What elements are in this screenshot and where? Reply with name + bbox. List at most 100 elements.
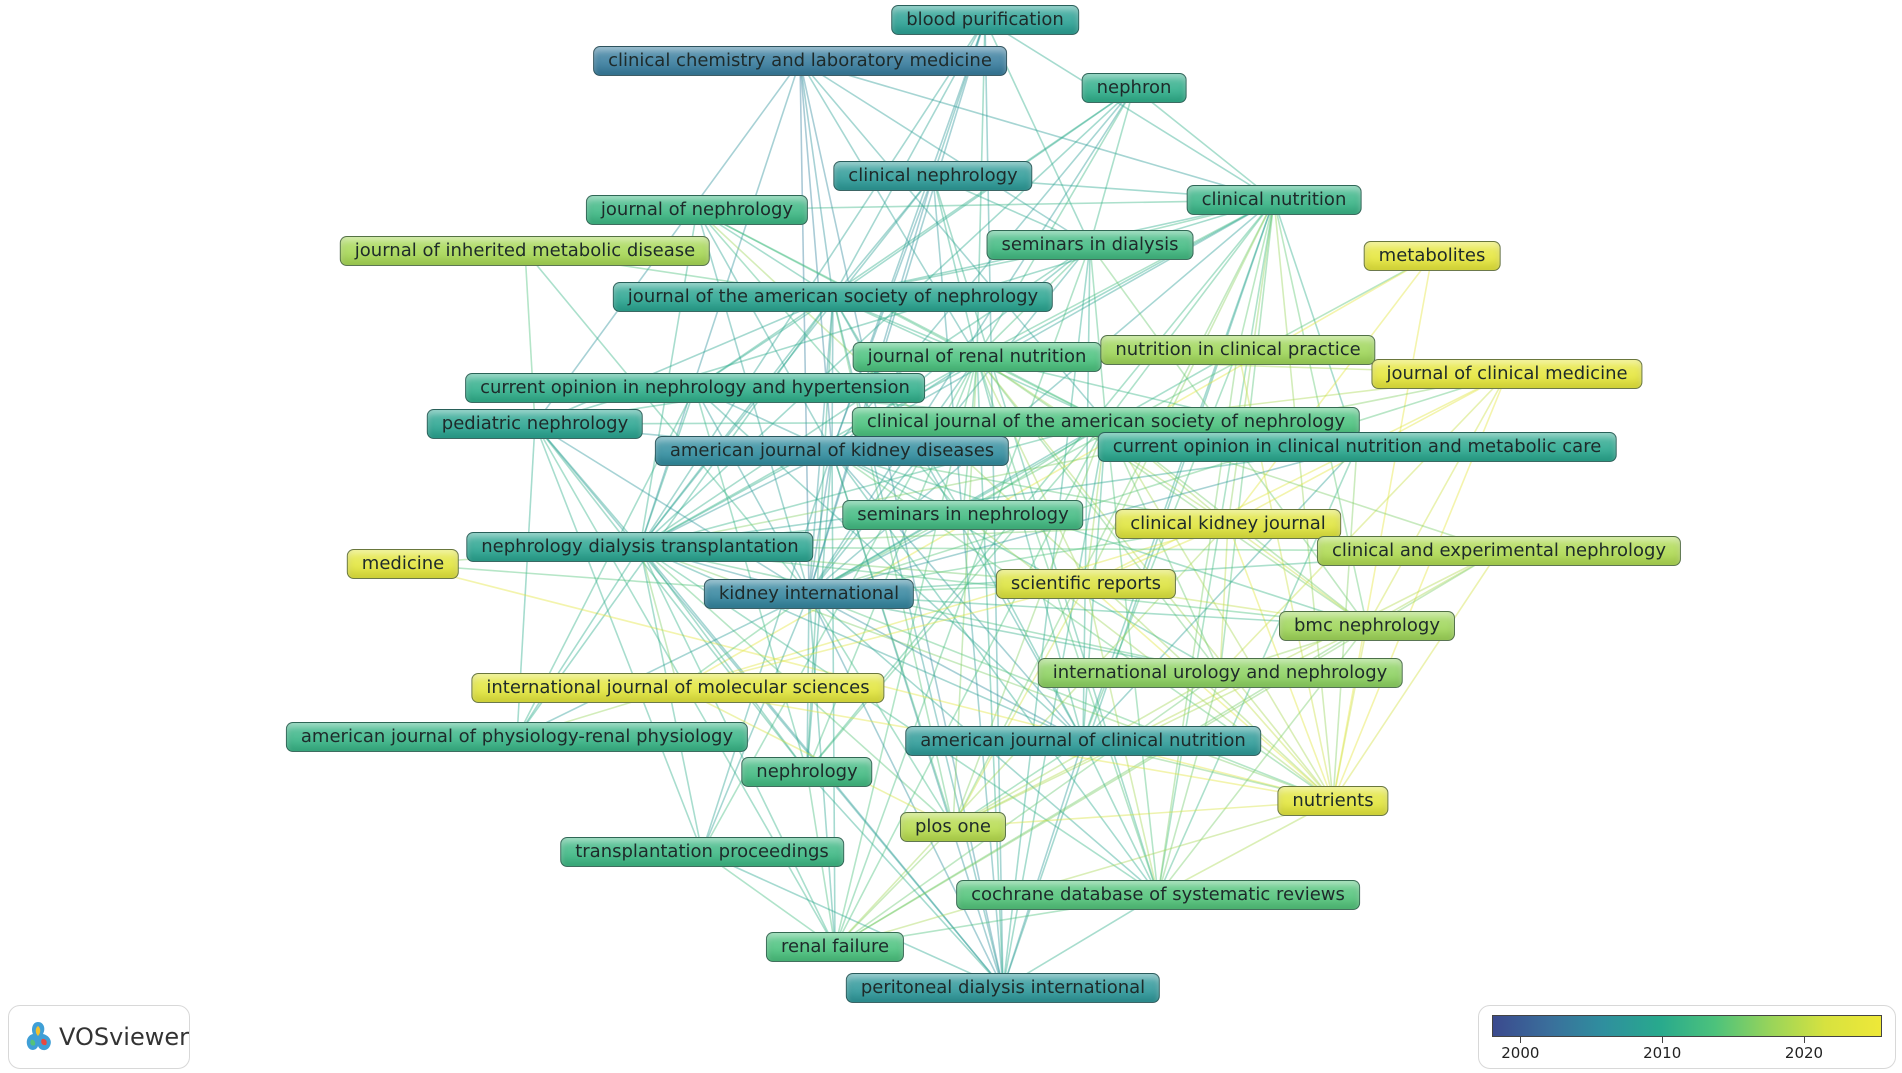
link-clinical-nephrology-ndt [639,175,934,548]
node-clinical-and-experimental-nephrology[interactable]: clinical and experimental nephrology [1316,536,1682,566]
link-journal-of-renal-nutrition-scientific-reports [976,356,1087,585]
link-cjasn-international-urology-and-nephrology [1105,421,1221,674]
node-ajp-renal[interactable]: american journal of physiology-renal phy… [285,722,749,752]
node-bmc-nephrology[interactable]: bmc nephrology [1278,611,1456,641]
node-american-journal-of-kidney-diseases[interactable]: american journal of kidney diseases [654,436,1010,466]
node-seminars-in-dialysis[interactable]: seminars in dialysis [986,230,1194,260]
node-peritoneal-dialysis-international[interactable]: peritoneal dialysis international [845,973,1161,1003]
link-kidney-international-peritoneal-dialysis-international [808,593,1004,989]
node-pediatric-nephrology[interactable]: pediatric nephrology [426,409,644,439]
link-clinical-chemistry-clinical-nutrition [799,60,1275,201]
node-current-opinion-nephrology[interactable]: current opinion in nephrology and hypert… [465,373,925,403]
link-international-urology-and-nephrology-renal-failure [834,672,1221,948]
node-nephron[interactable]: nephron [1081,73,1187,103]
link-american-journal-of-kidney-diseases-ajcn [831,450,1084,742]
legend-tick-mark [1662,1037,1664,1043]
link-metabolites-nutrients [1332,255,1433,802]
link-nephron-jasn [832,87,1135,298]
link-cjasn-plos-one [952,421,1107,828]
link-cochrane-peritoneal-dialysis-international [1002,894,1159,989]
link-clinical-chemistry-jasn [799,60,834,298]
link-kidney-international-transplantation-proceedings [701,593,810,853]
link-clinical-kidney-journal-bmc-nephrology [1227,523,1368,627]
node-seminars-in-nephrology[interactable]: seminars in nephrology [842,500,1084,530]
link-international-urology-and-nephrology-cochrane [1157,672,1221,896]
node-journal-of-clinical-medicine[interactable]: journal of clinical medicine [1371,359,1643,389]
node-journal-of-nephrology[interactable]: journal of nephrology [585,195,809,225]
node-nutrients[interactable]: nutrients [1277,786,1389,816]
link-clinical-nutrition-plos-one [952,199,1275,828]
link-jasn-seminars-in-nephrology [832,296,964,516]
node-journal-of-inherited-metabolic-disease[interactable]: journal of inherited metabolic disease [339,236,711,266]
legend-tick-mark [1520,1037,1522,1043]
node-international-urology-and-nephrology[interactable]: international urology and nephrology [1037,658,1403,688]
link-american-journal-of-kidney-diseases-bmc-nephrology [831,450,1368,627]
link-seminars-in-nephrology-ajcn [962,514,1084,742]
link-transplantation-proceedings-renal-failure [701,851,836,948]
link-nutrients-cochrane [1157,800,1334,896]
link-current-opinion-clinical-nutrition-ndt [639,446,1358,548]
node-cochrane[interactable]: cochrane database of systematic reviews [956,880,1360,910]
link-american-journal-of-kidney-diseases-ndt [639,450,833,548]
link-current-opinion-nephrology-ndt [639,387,696,548]
node-clinical-kidney-journal[interactable]: clinical kidney journal [1115,509,1341,539]
vosviewer-logo[interactable]: VOSviewer [8,1005,190,1069]
link-kidney-international-plos-one [808,593,954,828]
node-nephrology[interactable]: nephrology [741,757,873,787]
node-jasn[interactable]: journal of the american society of nephr… [612,282,1054,312]
node-renal-failure[interactable]: renal failure [765,932,905,962]
link-journal-of-renal-nutrition-bmc-nephrology [976,356,1368,627]
node-journal-of-renal-nutrition[interactable]: journal of renal nutrition [852,342,1102,372]
node-metabolites[interactable]: metabolites [1363,241,1501,271]
link-clinical-kidney-journal-ijms [677,523,1229,689]
node-current-opinion-clinical-nutrition[interactable]: current opinion in clinical nutrition an… [1097,432,1617,462]
link-cjasn-seminars-in-nephrology [962,421,1107,516]
link-jasn-current-opinion-nephrology [694,296,834,389]
node-clinical-nephrology[interactable]: clinical nephrology [833,161,1033,191]
legend-tick-label: 2010 [1643,1044,1682,1062]
node-ndt[interactable]: nephrology dialysis transplantation [466,532,814,562]
node-scientific-reports[interactable]: scientific reports [995,569,1177,599]
link-ndt-ajp-renal [516,546,641,738]
node-clinical-nutrition[interactable]: clinical nutrition [1186,185,1362,215]
node-clinical-chemistry[interactable]: clinical chemistry and laboratory medici… [593,46,1007,76]
link-nephron-current-opinion-nephrology [694,87,1135,389]
link-clinical-nutrition-cjasn [1105,199,1275,423]
legend-tick-label: 2000 [1501,1044,1540,1062]
link-nephron-journal-of-renal-nutrition [976,87,1135,358]
node-plos-one[interactable]: plos one [899,812,1007,842]
link-nephron-clinical-nutrition [1133,87,1275,201]
link-pediatric-nephrology-ndt [534,423,641,548]
link-clinical-chemistry-seminars-in-dialysis [799,60,1091,246]
link-blood-purification-clinical-nutrition [984,19,1275,201]
link-kidney-international-ajcn [808,593,1084,742]
link-kidney-international-ajp-renal [516,593,810,738]
link-clinical-nutrition-current-opinion-clinical-nutrition [1273,199,1358,448]
link-journal-of-clinical-medicine-ndt [639,373,1508,548]
node-blood-purification[interactable]: blood purification [891,5,1079,35]
node-transplantation-proceedings[interactable]: transplantation proceedings [560,837,844,867]
node-nutrition-in-clinical-practice[interactable]: nutrition in clinical practice [1100,335,1376,365]
link-international-urology-and-nephrology-nutrients [1219,672,1334,802]
vosviewer-logo-icon [26,1022,51,1051]
node-kidney-international[interactable]: kidney international [703,579,915,609]
link-clinical-nutrition-nephrology [806,199,1275,773]
node-medicine[interactable]: medicine [346,549,460,579]
link-clinical-nephrology-american-journal-of-kidney-diseases [831,175,934,452]
link-ndt-international-urology-and-nephrology [639,546,1221,674]
link-journal-of-renal-nutrition-kidney-international [808,356,978,595]
link-cjasn-ndt [639,421,1107,548]
link-journal-of-clinical-medicine-bmc-nephrology [1366,373,1508,627]
node-ijms[interactable]: international journal of molecular scien… [471,673,885,703]
node-ajcn[interactable]: american journal of clinical nutrition [905,726,1261,756]
link-jasn-ndt [639,296,834,548]
link-seminars-in-dialysis-cjasn [1089,244,1107,423]
link-scientific-reports-plos-one [952,583,1087,828]
link-plos-one-renal-failure [834,826,954,948]
link-clinical-nephrology-journal-of-renal-nutrition [932,175,978,358]
link-clinical-chemistry-kidney-international [799,60,810,595]
link-nephrology-peritoneal-dialysis-international [806,771,1004,989]
link-pediatric-nephrology-peritoneal-dialysis-international [534,423,1004,989]
link-pediatric-nephrology-transplantation-proceedings [534,423,703,853]
